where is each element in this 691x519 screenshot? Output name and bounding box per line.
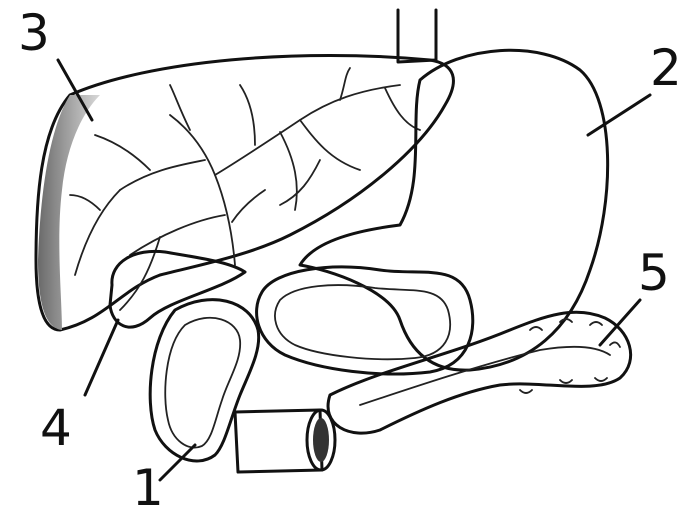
intestine-segment [235,410,335,472]
label-1: 1 [132,459,164,517]
label-4: 4 [40,399,72,457]
leader-lines [58,60,650,480]
duodenum [150,300,259,461]
leader-line-4 [85,320,118,395]
stomach [300,50,608,370]
leader-line-1 [160,445,195,480]
esophagus [398,10,436,62]
stomach-cross-section [257,267,473,374]
label-3: 3 [18,4,50,62]
label-5: 5 [638,244,670,302]
number-labels: 1 2 3 4 5 [18,4,682,517]
label-2: 2 [650,39,682,97]
leader-line-5 [600,300,640,345]
